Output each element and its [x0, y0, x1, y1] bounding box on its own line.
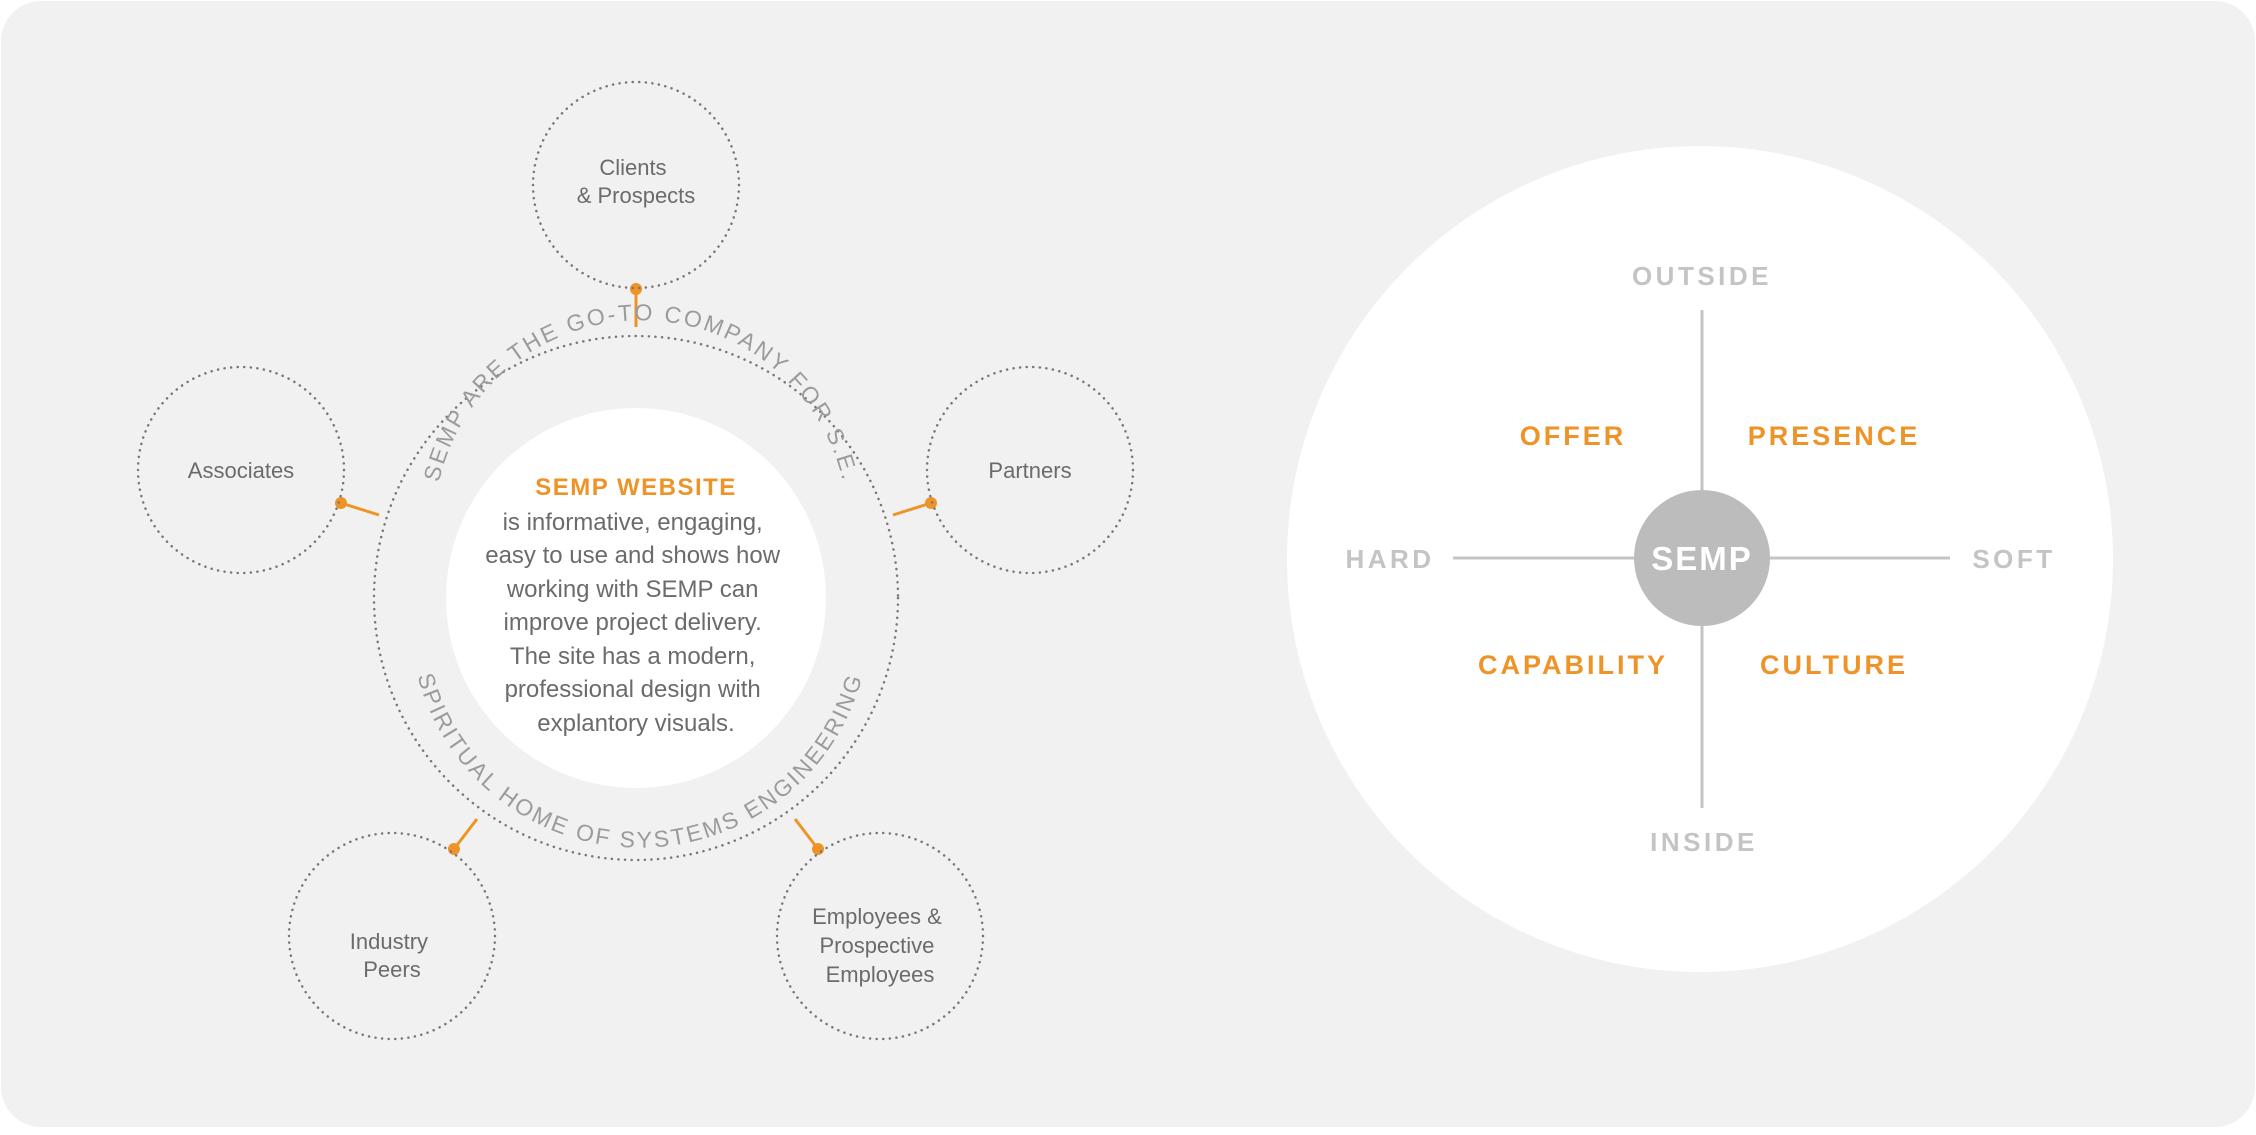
- quadrant-label-offer: OFFER: [1520, 421, 1627, 451]
- stakeholder-label: Peers: [363, 957, 420, 982]
- svg-text:Employees & Prospectiv: Employees & Prospective Employees: [812, 904, 948, 987]
- svg-text:Industry Peers: Industry Peers: [350, 929, 434, 982]
- quadrant-label-culture: CULTURE: [1760, 650, 1908, 680]
- quadrant-diagram: SEMP OUTSIDE INSIDE HARD SOFT OFFER PRES…: [1287, 146, 2113, 972]
- stakeholder-label: Associates: [188, 458, 294, 483]
- stakeholder-label: Employees: [826, 962, 935, 987]
- stakeholder-industry: Industry Peers: [287, 831, 497, 1041]
- center-body-line: improve project delivery.: [504, 609, 762, 636]
- outer-ring: [372, 334, 900, 862]
- svg-text:Partners: Partners: [988, 458, 1071, 483]
- stakeholder-label: Prospective: [819, 933, 934, 958]
- connector-partners: [892, 497, 937, 517]
- stakeholder-label: & Prospects: [577, 183, 696, 208]
- connector-associates: [335, 497, 380, 517]
- stakeholder-clients: Clients & Prospects: [531, 80, 741, 290]
- center-body-line: easy to use and shows how: [485, 542, 781, 569]
- stakeholder-label: Employees &: [812, 904, 942, 929]
- quadrant-label-capability: CAPABILITY: [1478, 650, 1668, 680]
- svg-text:Clients & Prospects: Clients & Prospects: [577, 155, 696, 208]
- stakeholder-label: Partners: [988, 458, 1071, 483]
- center-body-line: is informative, engaging,: [503, 509, 763, 536]
- center-body-line: working with SEMP can: [506, 576, 759, 603]
- axis-label-right: SOFT: [1972, 544, 2055, 574]
- stakeholder-label: Clients: [599, 155, 666, 180]
- stakeholder-label: Industry: [350, 929, 428, 954]
- center-circle: [446, 408, 826, 788]
- center-body-line: The site has a modern,: [510, 643, 755, 670]
- center-body: is informative, engaging, easy to use an…: [485, 509, 787, 737]
- stakeholder-associates: Associates: [136, 365, 346, 575]
- center-body-line: professional design with: [505, 676, 761, 703]
- svg-text:Associates: Associates: [188, 458, 294, 483]
- stakeholder-employees: Employees & Prospective Employees: [775, 831, 985, 1041]
- stakeholder-partners: Partners: [925, 365, 1135, 575]
- axis-label-bottom: INSIDE: [1650, 827, 1758, 857]
- quadrant-label-presence: PRESENCE: [1748, 421, 1921, 451]
- connector-clients: [630, 283, 642, 327]
- semp-hub: [1634, 490, 1770, 626]
- axis-label-top: OUTSIDE: [1632, 261, 1772, 291]
- semp-hub-label: SEMP: [1651, 540, 1753, 577]
- center-body-line: explantory visuals.: [537, 710, 734, 737]
- axis-label-left: HARD: [1345, 544, 1434, 574]
- center-title: SEMP WEBSITE: [535, 474, 737, 501]
